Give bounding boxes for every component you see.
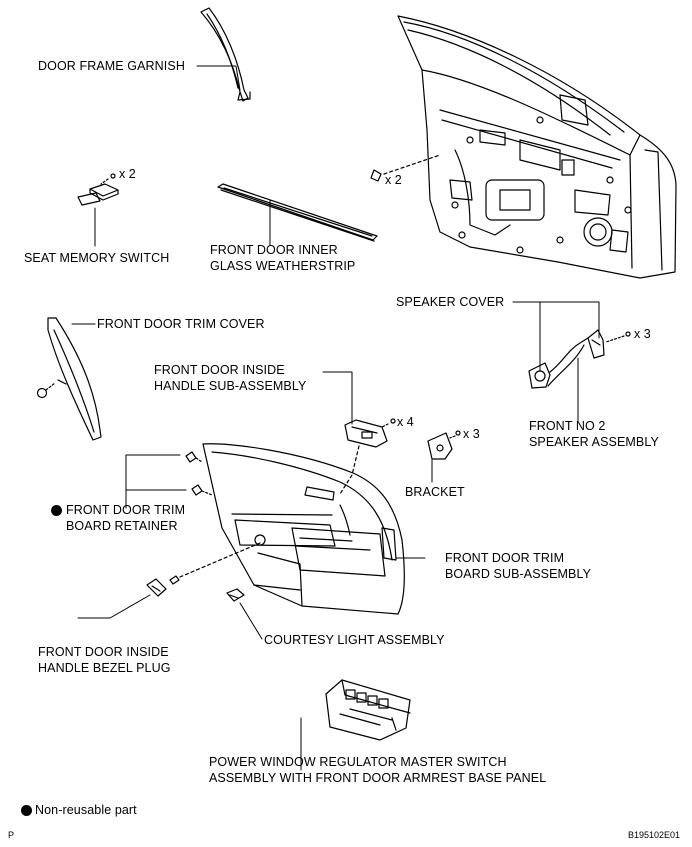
speaker-screw-qty: x 3 — [634, 327, 651, 341]
trim-board-label-line1: FRONT DOOR TRIM — [445, 551, 565, 565]
trim-cover-label: FRONT DOOR TRIM COVER — [97, 317, 265, 331]
door-frame-garnish-label: DOOR FRAME GARNISH — [38, 59, 185, 73]
trim-board-illustration — [202, 443, 405, 615]
courtesy-light-illustration — [226, 588, 245, 602]
seat-memory-switch-label: SEAT MEMORY SWITCH — [24, 251, 170, 265]
speaker-cover-label: SPEAKER COVER — [396, 295, 505, 309]
legend-label: Non-reusable part — [35, 803, 137, 817]
inner-glass-weatherstrip-illustration — [217, 183, 378, 242]
inside-handle-label-line2: HANDLE SUB-ASSEMBLY — [154, 379, 307, 393]
footer-code-left: P — [8, 830, 15, 840]
retainer-label-line2: BOARD RETAINER — [66, 519, 178, 533]
master-switch-illustration — [325, 679, 411, 741]
courtesy-light-label: COURTESY LIGHT ASSEMBLY — [264, 633, 445, 647]
trim-board-label-line2: BOARD SUB-ASSEMBLY — [445, 567, 592, 581]
trim-cover-illustration — [47, 317, 102, 441]
handle-screw-qty: x 4 — [397, 415, 414, 429]
bezel-plug-label-line2: HANDLE BEZEL PLUG — [38, 661, 171, 675]
speaker-assembly-label-line2: SPEAKER ASSEMBLY — [529, 435, 659, 449]
inner-weatherstrip-label-line1: FRONT DOOR INNER — [210, 243, 338, 257]
seat-memory-switch-illustration — [77, 173, 119, 206]
front-door-panel-illustration — [397, 15, 677, 279]
legend-marker — [21, 805, 32, 816]
bracket-label: BRACKET — [405, 485, 465, 499]
seat-switch-screw-qty: x 2 — [119, 167, 136, 181]
door-frame-garnish-illustration — [200, 7, 251, 102]
bracket-screw-qty: x 3 — [463, 427, 480, 441]
retainer-illustration-1 — [185, 451, 203, 463]
retainer-illustration-2 — [191, 484, 213, 496]
retainer-label-line1: FRONT DOOR TRIM — [66, 503, 186, 517]
speaker-cover-illustration — [587, 329, 605, 359]
non-reusable-marker — [51, 505, 62, 516]
master-switch-label-line1: POWER WINDOW REGULATOR MASTER SWITCH — [209, 755, 507, 769]
inner-weatherstrip-label-line2: GLASS WEATHERSTRIP — [210, 259, 356, 273]
bezel-plug-label-line1: FRONT DOOR INSIDE — [38, 645, 169, 659]
figure-id: B195102E01 — [628, 830, 681, 840]
bracket-illustration — [427, 432, 453, 460]
speaker-assembly-label-line1: FRONT NO 2 — [529, 419, 606, 433]
speaker-assembly-illustration — [528, 337, 589, 389]
master-switch-label-line2: ASSEMBLY WITH FRONT DOOR ARMREST BASE PA… — [209, 771, 547, 785]
inside-handle-illustration — [344, 419, 388, 448]
inside-handle-label-line1: FRONT DOOR INSIDE — [154, 363, 285, 377]
bezel-plug-illustration — [146, 578, 167, 597]
garnish-clip-qty: x 2 — [385, 173, 402, 187]
